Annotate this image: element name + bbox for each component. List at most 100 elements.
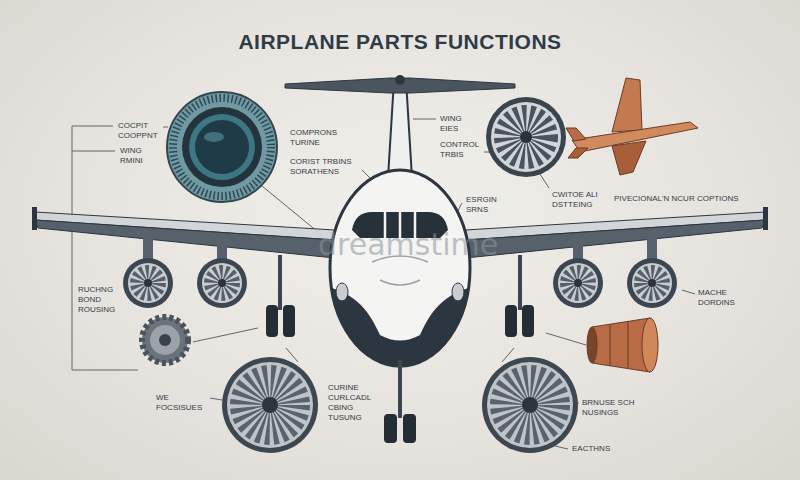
nose-gear	[384, 414, 397, 443]
plane-icon	[568, 148, 588, 158]
leader-line	[502, 348, 514, 362]
exhaust-cone	[587, 318, 658, 372]
plane-icon	[566, 78, 698, 175]
turbine-fan	[486, 97, 566, 177]
nose-gear	[398, 360, 402, 418]
plane-icon	[572, 122, 698, 152]
exhaust-cone	[587, 327, 597, 363]
window-disc	[189, 114, 255, 180]
tail-fin	[395, 75, 405, 85]
engine	[642, 273, 662, 293]
leader-line	[413, 119, 436, 120]
landing-gear	[518, 255, 522, 310]
engine	[144, 279, 152, 287]
diagram-title: AIRPLANE PARTS FUNCTIONS	[0, 30, 800, 54]
engine	[128, 263, 168, 303]
window-disc	[204, 132, 224, 142]
fuselage	[330, 170, 470, 366]
exhaust-cone	[610, 325, 611, 366]
gear-icon	[159, 334, 171, 346]
watermark: dreamstime	[318, 228, 498, 262]
turbine-fan	[482, 357, 578, 453]
engine	[197, 243, 247, 308]
fuselage	[320, 170, 480, 380]
leader-line	[163, 127, 168, 128]
wing	[465, 220, 765, 258]
engine	[647, 238, 657, 260]
leader-line	[546, 333, 586, 345]
leader-line	[210, 398, 222, 400]
turbine-fan	[227, 362, 313, 448]
engine	[648, 279, 656, 287]
leader-line	[682, 290, 695, 294]
part-label: ESRGIN SRNS	[466, 195, 506, 215]
turbine-fan	[262, 397, 278, 413]
fuselage	[336, 283, 348, 301]
leader-line	[578, 403, 579, 404]
window-disc	[195, 120, 249, 174]
exhaust-cone	[642, 318, 658, 372]
part-label: BRNUSE SCH NUSINGS	[582, 398, 644, 418]
fuselage	[380, 280, 420, 285]
landing-gear	[278, 255, 282, 310]
fuselage	[452, 283, 464, 301]
window-disc	[182, 107, 262, 187]
engine	[553, 258, 603, 308]
turbine-fan	[249, 384, 291, 426]
part-label: COCPIT COOPPNT	[118, 121, 164, 141]
wing	[465, 207, 768, 308]
landing-gear	[266, 305, 278, 337]
tail-fin	[285, 75, 515, 178]
part-label: WING RMINI	[120, 146, 160, 166]
part-label: RUCHNG BOND ROUSING	[78, 285, 122, 315]
engine	[212, 273, 232, 293]
part-label: WE FOCSISUES	[156, 393, 208, 413]
engine	[627, 238, 677, 308]
gear-icon	[142, 317, 188, 363]
landing-gear	[505, 305, 517, 337]
leader-line	[72, 119, 695, 449]
window-disc	[167, 92, 277, 202]
nose-gear	[403, 414, 416, 443]
part-label: MACHE DORDINS	[698, 288, 744, 308]
turbine-fan	[509, 384, 551, 426]
engine	[632, 263, 672, 303]
exhaust-cone	[592, 318, 650, 372]
engine	[627, 258, 677, 308]
turbine-fan	[522, 397, 538, 413]
wing	[763, 207, 768, 230]
part-label: CONTROL TRBIS	[440, 140, 482, 160]
part-label: EACTHNS	[572, 444, 610, 454]
turbine-fan	[222, 357, 318, 453]
wing	[32, 207, 335, 308]
plane-icon	[612, 78, 642, 132]
leader-line	[555, 446, 568, 449]
engine	[202, 263, 242, 303]
turbine-fan	[222, 357, 318, 453]
part-label: CWITOE ALI DSTTEING	[552, 190, 610, 210]
leader-line	[72, 151, 115, 152]
engine	[553, 243, 603, 308]
turbine-fan	[509, 120, 543, 154]
wing	[35, 220, 335, 258]
engine	[123, 238, 173, 308]
part-label: CURINE CURLCADL CBING TUSUNG	[328, 383, 376, 423]
tail-fin	[388, 80, 412, 178]
nose-gear	[384, 360, 416, 443]
landing-gear	[522, 305, 534, 337]
engine	[138, 273, 158, 293]
turbine-fan	[520, 131, 532, 143]
part-label: CORIST TRBINS SORATHENS	[290, 157, 366, 177]
engine	[558, 263, 598, 303]
engine	[218, 279, 226, 287]
gear-icon	[142, 317, 188, 363]
turbine-fan	[491, 102, 561, 172]
leader-line	[193, 328, 258, 342]
window-disc	[173, 98, 271, 196]
engine	[143, 238, 153, 260]
window-disc	[167, 92, 277, 202]
part-label: COMPRONS TURINE	[290, 128, 346, 148]
engine	[574, 279, 582, 287]
leader-line	[286, 348, 298, 362]
